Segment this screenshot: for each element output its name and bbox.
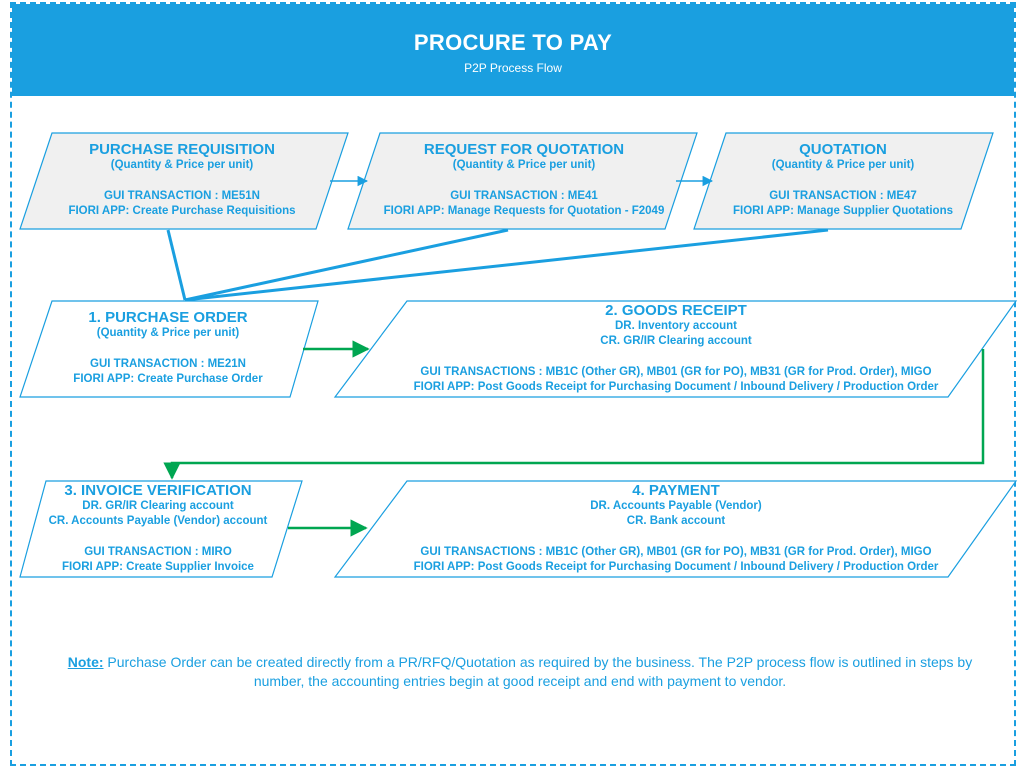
purchase-order-qty: (Quantity & Price per unit) <box>96 327 240 339</box>
goods-receipt-fiori: FIORI APP: Post Goods Receipt for Purcha… <box>413 381 939 393</box>
purchase-requisition-gui: GUI TRANSACTION : ME51N <box>104 190 260 202</box>
payment-title: 4. PAYMENT <box>632 482 720 499</box>
purchase-order-box: 1. PURCHASE ORDER (Quantity & Price per … <box>32 309 304 387</box>
header-banner: PROCURE TO PAY P2P Process Flow <box>12 4 1014 96</box>
purchase-requisition-box: PURCHASE REQUISITION (Quantity & Price p… <box>34 141 330 219</box>
goods-receipt-box: 2. GOODS RECEIPT DR. Inventory account C… <box>370 302 982 395</box>
purchase-requisition-shape <box>19 132 349 230</box>
connector-pr-to-po <box>166 229 187 301</box>
rfq-box: REQUEST FOR QUOTATION (Quantity & Price … <box>364 141 684 219</box>
goods-receipt-shape <box>333 300 1018 398</box>
rfq-gui: GUI TRANSACTION : ME41 <box>450 190 598 202</box>
invoice-verification-shape <box>19 480 303 578</box>
note-text: Purchase Order can be created directly f… <box>103 654 973 689</box>
footnote: Note: Purchase Order can be created dire… <box>60 653 980 691</box>
payment-shape <box>333 480 1018 578</box>
purchase-order-title: 1. PURCHASE ORDER <box>88 309 248 326</box>
quotation-fiori: FIORI APP: Manage Supplier Quotations <box>732 205 953 217</box>
arrow-gr-to-iv <box>163 349 985 480</box>
rfq-qty: (Quantity & Price per unit) <box>452 159 596 171</box>
purchase-requisition-qty: (Quantity & Price per unit) <box>110 159 254 171</box>
goods-receipt-dr: DR. Inventory account <box>614 320 738 332</box>
request-for-quotation-shape <box>347 132 698 230</box>
quotation-title: QUOTATION <box>799 141 887 158</box>
purchase-order-gui: GUI TRANSACTION : ME21N <box>90 358 246 370</box>
purchase-requisition-title: PURCHASE REQUISITION <box>89 141 275 158</box>
purchase-order-shape <box>19 300 319 398</box>
quotation-qty: (Quantity & Price per unit) <box>771 159 915 171</box>
page-title: PROCURE TO PAY <box>413 30 613 55</box>
payment-box: 4. PAYMENT DR. Accounts Payable (Vendor)… <box>370 482 982 575</box>
goods-receipt-gui: GUI TRANSACTIONS : MB1C (Other GR), MB01… <box>420 366 932 378</box>
goods-receipt-cr: CR. GR/IR Clearing account <box>600 335 752 347</box>
invoice-verification-fiori: FIORI APP: Create Supplier Invoice <box>62 561 254 573</box>
invoice-verification-title: 3. INVOICE VERIFICATION <box>64 482 252 499</box>
quotation-gui: GUI TRANSACTION : ME47 <box>769 190 917 202</box>
invoice-verification-box: 3. INVOICE VERIFICATION DR. GR/IR Cleari… <box>24 482 292 575</box>
payment-cr: CR. Bank account <box>626 515 726 527</box>
rfq-title: REQUEST FOR QUOTATION <box>423 141 625 158</box>
goods-receipt-title: 2. GOODS RECEIPT <box>605 302 747 319</box>
dashed-frame <box>10 2 1016 766</box>
invoice-verification-gui: GUI TRANSACTION : MIRO <box>84 546 232 558</box>
payment-gui: GUI TRANSACTIONS : MB1C (Other GR), MB01… <box>420 546 932 558</box>
payment-fiori: FIORI APP: Post Goods Receipt for Purcha… <box>413 561 939 573</box>
connector-rfq-to-po <box>184 228 509 302</box>
quotation-box: QUOTATION (Quantity & Price per unit) GU… <box>708 141 978 219</box>
rfq-fiori: FIORI APP: Manage Requests for Quotation… <box>383 205 665 217</box>
invoice-verification-cr: CR. Accounts Payable (Vendor) account <box>48 515 268 527</box>
connector-quotation-to-po <box>184 228 829 302</box>
quotation-shape <box>693 132 994 230</box>
page-subtitle: P2P Process Flow <box>464 61 562 75</box>
purchase-requisition-fiori: FIORI APP: Create Purchase Requisitions <box>68 205 296 217</box>
payment-dr: DR. Accounts Payable (Vendor) <box>590 500 762 512</box>
note-label: Note: <box>67 654 104 670</box>
purchase-order-fiori: FIORI APP: Create Purchase Order <box>73 373 263 385</box>
invoice-verification-dr: DR. GR/IR Clearing account <box>82 500 234 512</box>
